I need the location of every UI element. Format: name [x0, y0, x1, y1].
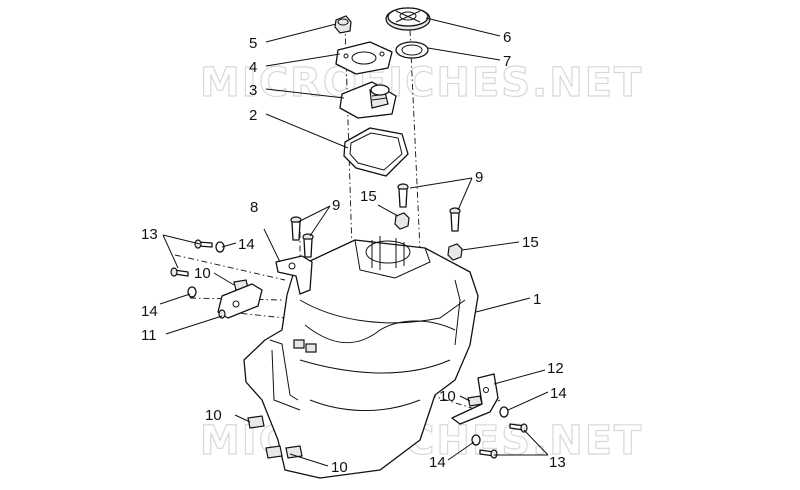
clips: [233, 279, 483, 459]
screw: [449, 207, 461, 232]
leader-lines: [159, 17, 549, 467]
screw: [397, 183, 409, 208]
callout-9-left: 9: [332, 197, 340, 214]
bracket-left-upper: [275, 255, 313, 295]
callout-4: 4: [249, 59, 257, 76]
nut: [334, 15, 352, 34]
bracket-right: [451, 373, 499, 425]
callout-10-left: 10: [194, 265, 211, 282]
callout-13-left: 13: [141, 226, 158, 243]
callout-11: 11: [141, 327, 157, 344]
nuts-15: [394, 212, 463, 261]
callout-14-left-upper: 14: [238, 236, 255, 253]
callout-10-right: 10: [439, 388, 456, 405]
flange-plate: [335, 41, 393, 75]
seal-ring: [395, 41, 429, 59]
callout-6: 6: [503, 29, 511, 46]
callout-15-top: 15: [360, 188, 377, 205]
callout-10-bottom: 10: [331, 459, 348, 476]
callout-15-right: 15: [522, 234, 539, 251]
callout-5: 5: [249, 35, 257, 52]
screw: [290, 216, 302, 241]
filler-neck: [339, 81, 397, 119]
callout-13-right: 13: [549, 454, 566, 471]
fasteners-left: [170, 239, 225, 298]
screw: [302, 233, 314, 258]
callout-1: 1: [533, 291, 541, 308]
screws-upper: [290, 183, 461, 258]
filler-cap: [385, 7, 431, 31]
gasket: [343, 127, 409, 177]
callout-14-right-upper: 14: [550, 385, 567, 402]
callout-9-right: 9: [475, 169, 483, 186]
callout-7: 7: [503, 53, 511, 70]
fasteners-right: [471, 406, 528, 459]
fuel-tank: [243, 236, 479, 479]
callout-labels: 5 4 3 2 6 7 8 9 9 15 15 1 13 14 10 14 11…: [141, 29, 567, 476]
bracket-left-lower: [217, 283, 263, 319]
watermark-top: MICROFICHES.NET: [200, 60, 643, 106]
callout-14-right-lower: 14: [429, 454, 446, 471]
callout-14-left-lower: 14: [141, 303, 158, 320]
callout-12: 12: [547, 360, 564, 377]
callout-8: 8: [250, 199, 258, 216]
callout-3: 3: [249, 82, 257, 99]
callout-2: 2: [249, 107, 257, 124]
callout-10-lower-left: 10: [205, 407, 222, 424]
